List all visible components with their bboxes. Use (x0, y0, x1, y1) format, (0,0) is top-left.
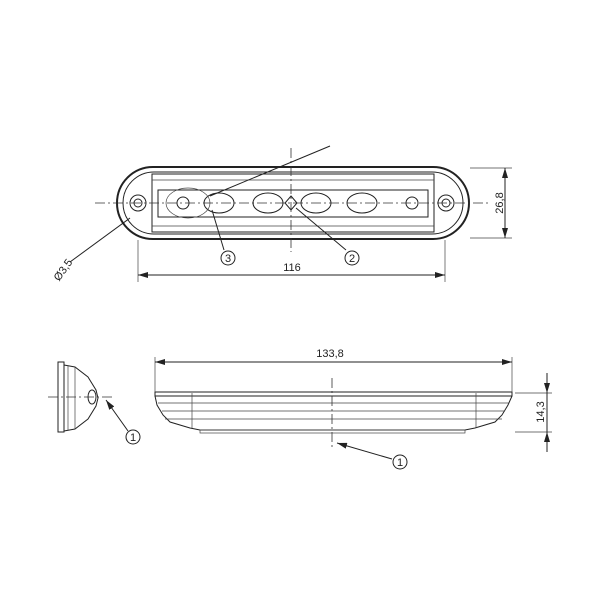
svg-text:3: 3 (225, 253, 231, 265)
front-view: 1 133,8 14,3 (154, 348, 552, 470)
dim-length-top: 116 (283, 262, 301, 274)
svg-text:1: 1 (397, 457, 403, 469)
dim-height-top: 26,8 (494, 192, 506, 213)
callout-1-side (125, 429, 141, 445)
callout-2 (344, 250, 360, 266)
dim-length-front: 133,8 (316, 348, 344, 360)
top-view: 116 26,8 Ø3,5 3 2 (52, 145, 512, 283)
dim-height-front: 14,3 (535, 401, 547, 422)
svg-text:1: 1 (130, 432, 136, 444)
callout-3 (220, 250, 236, 266)
svg-text:2: 2 (349, 253, 355, 265)
side-view: 1 (48, 361, 141, 445)
callout-1-front (392, 454, 408, 470)
